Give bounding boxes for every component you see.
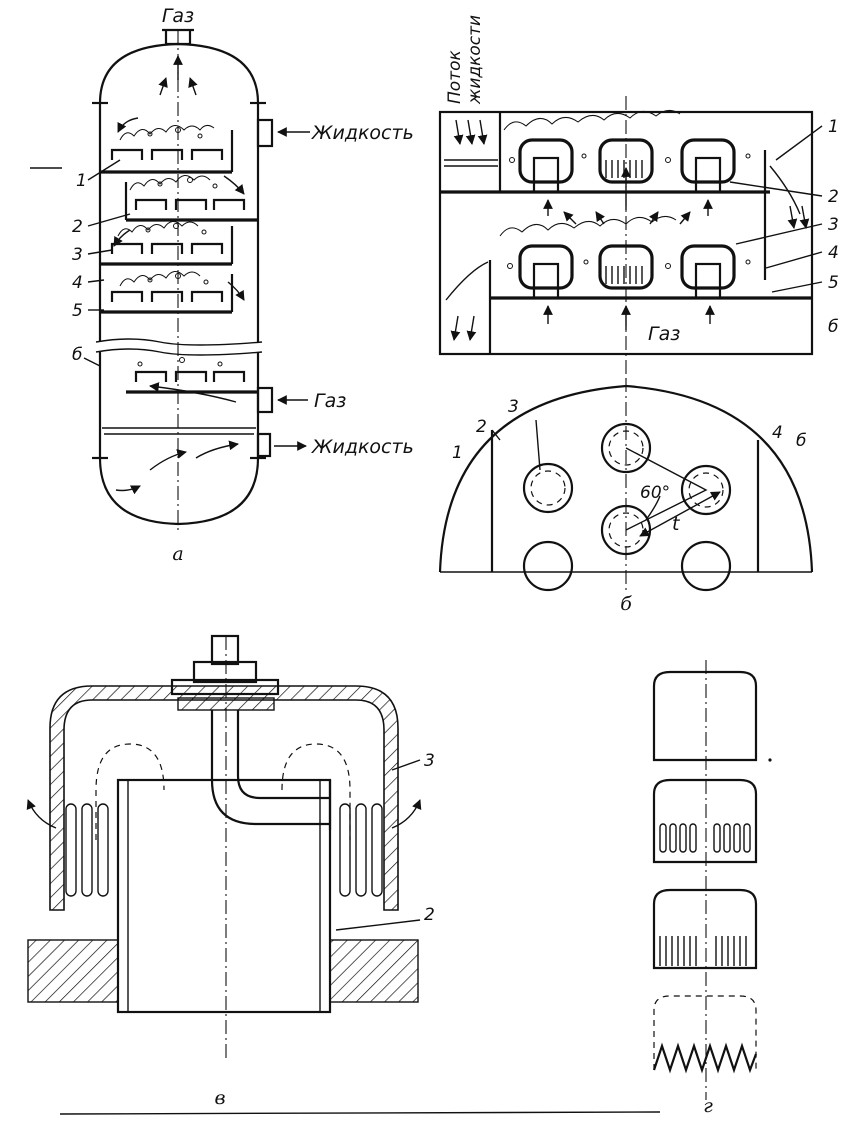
flow-label-line1: Поток <box>445 50 465 104</box>
caption-c: в <box>214 1087 225 1109</box>
tray-plate-right <box>329 939 419 1003</box>
section-label-1: 1 <box>828 117 839 137</box>
caption-b: б <box>620 593 632 615</box>
panel-b-plan: 1 2 3 4 б 60° t б <box>438 378 814 615</box>
plan-label-1: 1 <box>452 443 463 463</box>
section-label-4: 4 <box>828 243 839 263</box>
section-label-6: б <box>828 317 838 337</box>
panel-b-section: Поток жидкости Газ 1 2 3 4 5 б <box>438 15 839 380</box>
foam-layers <box>117 124 223 367</box>
top-dome <box>98 42 260 104</box>
panel-a-column: Газ Жидкость Газ Жидкость 1 2 3 4 5 б а <box>30 5 414 565</box>
plan-label-3: 3 <box>508 397 519 417</box>
tray-4 <box>100 274 234 314</box>
detail-label-2: 2 <box>424 905 435 925</box>
pitch-dimension <box>639 491 721 537</box>
flow-label-line2: жидкости <box>465 15 485 105</box>
liquid-in-label: Жидкость <box>311 122 414 144</box>
section-gas-label: Газ <box>648 323 680 345</box>
gas-inlet-nozzle <box>256 386 274 414</box>
section-label-3: 3 <box>828 215 839 235</box>
gas-in-label: Газ <box>314 390 346 412</box>
cap-shell <box>49 685 399 911</box>
downcomer-flow <box>769 165 801 215</box>
bolt-top <box>210 634 240 666</box>
label-2: 2 <box>72 217 83 237</box>
label-5: 5 <box>72 301 83 321</box>
caption-d: г <box>703 1095 713 1117</box>
liquid-outlet-nozzle <box>256 432 272 458</box>
bent-rod <box>210 710 330 826</box>
panel-c-cap-detail: 3 2 в <box>26 634 435 1109</box>
nut <box>192 660 258 684</box>
caption-a: а <box>172 543 183 565</box>
tray-2 <box>124 182 258 222</box>
top-washer <box>170 678 280 696</box>
tray-3 <box>100 226 234 266</box>
cap-variant-rect-slots <box>652 888 758 970</box>
break-line <box>95 338 263 356</box>
panel-d-cap-variants: г <box>652 660 772 1117</box>
tray-1 <box>100 130 234 174</box>
label-3: 3 <box>72 245 83 265</box>
angle-label: 60° <box>640 483 670 503</box>
tray-bottom <box>126 370 258 394</box>
cap-slots <box>65 803 383 897</box>
pitch-label: t <box>672 513 681 535</box>
liquid-inlet-nozzle <box>256 118 274 148</box>
label-4: 4 <box>72 273 83 293</box>
gas-top-label: Газ <box>162 5 194 27</box>
section-label-2: 2 <box>828 187 839 207</box>
liquid-out-label: Жидкость <box>311 436 414 458</box>
upper-caps <box>518 138 736 194</box>
incoming-liquid <box>444 159 498 167</box>
cap-variant-oval-slots <box>652 778 758 864</box>
tray-plate-left <box>27 939 119 1003</box>
label-6: б <box>72 345 82 365</box>
label-1: 1 <box>76 171 87 191</box>
plan-label-4: 4 <box>772 423 783 443</box>
scan-bottom-line <box>59 1111 661 1115</box>
section-label-5: 5 <box>828 273 839 293</box>
overflow-stream <box>445 261 489 301</box>
bottom-liquid-level <box>102 427 256 435</box>
detail-label-3: 3 <box>424 751 435 771</box>
lower-caps <box>518 244 736 300</box>
cap-variant-plain <box>652 670 758 762</box>
plan-label-2: 2 <box>476 417 487 437</box>
riser-pipe <box>116 778 332 1014</box>
plan-label-6: б <box>796 431 806 451</box>
cap-variant-tooth-slots <box>652 995 758 1074</box>
